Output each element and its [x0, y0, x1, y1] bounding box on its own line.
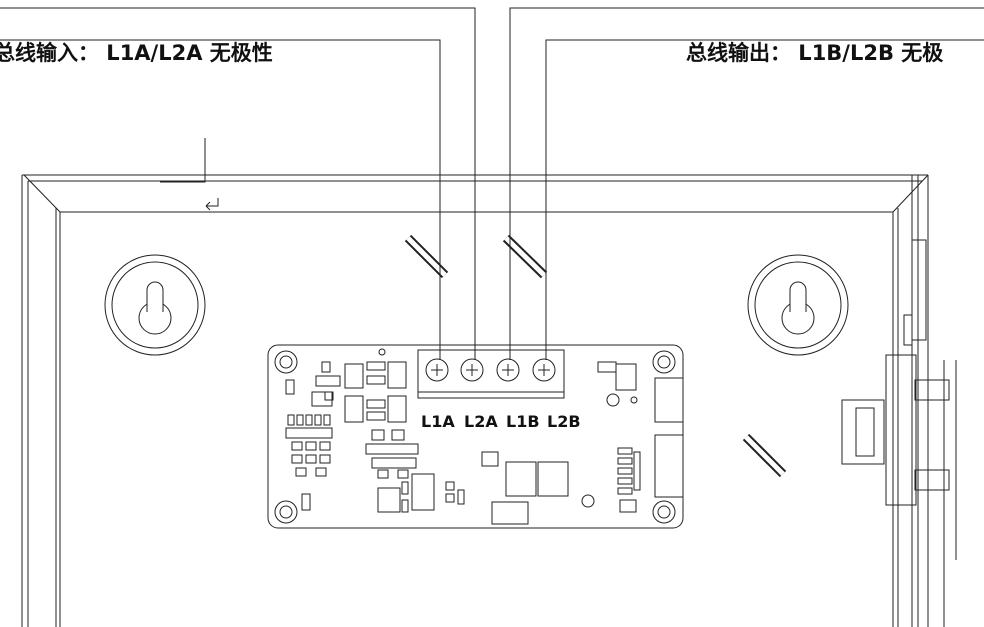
- pcb-components: [286, 349, 683, 524]
- keyhole-mount-icon: [748, 255, 848, 355]
- mounting-slot: [408, 238, 445, 275]
- leader-line-output-frame: [510, 8, 984, 175]
- screw-terminal-icon: [533, 359, 555, 381]
- mounting-slot: [506, 238, 544, 275]
- leader-line-input-frame: [0, 8, 475, 175]
- terminal-label-l2a: L2A: [464, 412, 498, 431]
- screw-terminal-icon: [461, 359, 483, 381]
- screw-terminal-icon: [426, 359, 448, 381]
- screw-terminal-icon: [497, 359, 519, 381]
- bus-output-label: 总线输出： L1B/L2B 无极: [686, 41, 944, 65]
- keyhole-mount-icon: [105, 255, 205, 355]
- pcb-screw-icon: [275, 501, 297, 523]
- bus-input-label: 总线输入： L1A/L2A 无极性: [0, 41, 273, 65]
- pcb-screw-icon: [653, 351, 675, 373]
- leader-line-l2b: [546, 40, 984, 360]
- terminal-label-l2b: L2B: [547, 412, 581, 431]
- terminal-label-l1a: L1A: [421, 412, 455, 431]
- pcb-screw-icon: [653, 501, 675, 523]
- terminal-label-l1b: L1B: [506, 412, 540, 431]
- leader-line-l1a: [0, 40, 440, 360]
- mounting-slot: [746, 437, 783, 474]
- pcb-screw-icon: [275, 351, 297, 373]
- return-arrow-icon: [206, 198, 218, 210]
